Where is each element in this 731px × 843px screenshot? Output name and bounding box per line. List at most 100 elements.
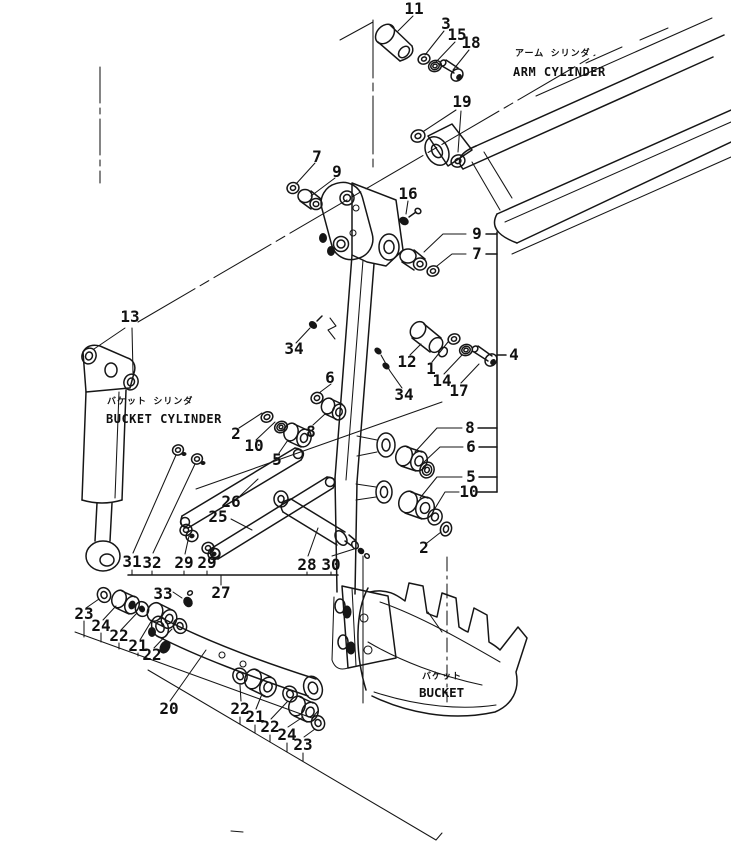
part-callout-34: 34	[284, 339, 304, 358]
washer-22b-right	[282, 685, 298, 703]
washer-6-right	[419, 461, 435, 479]
part-callout-18: 18	[461, 33, 481, 52]
fitting-30	[357, 547, 371, 559]
part-callout-7: 7	[312, 147, 322, 166]
group-bracket-4	[394, 231, 507, 544]
ring-2-left	[260, 411, 274, 423]
part-callout-22: 22	[142, 645, 162, 664]
part-callout-32: 32	[142, 553, 162, 572]
part-callout-11: 11	[404, 0, 424, 18]
link-plate	[286, 162, 374, 261]
part-callout-10: 10	[244, 436, 264, 455]
part-callout-9: 9	[332, 162, 342, 181]
part-callout-2: 2	[419, 538, 429, 557]
part-callout-5: 5	[466, 467, 476, 486]
part-callout-22: 22	[109, 626, 129, 645]
washer-stack-29b	[201, 541, 221, 561]
part-callout-20: 20	[159, 699, 179, 718]
ring-6-left	[310, 391, 324, 405]
washer-13-left	[81, 347, 97, 365]
bushing-24-left	[110, 589, 141, 615]
ring-23-right	[310, 714, 326, 732]
washer-3	[417, 53, 431, 65]
washer-13-right	[123, 373, 139, 391]
bushing-8-right	[394, 445, 429, 472]
part-callout-34: 34	[394, 385, 414, 404]
bushing-21-right	[243, 668, 278, 698]
bucket-links	[132, 444, 371, 561]
bushing-9	[297, 188, 323, 211]
h-link-20	[83, 586, 326, 762]
part-callout-10: 10	[459, 482, 479, 501]
part-callout-23: 23	[293, 735, 313, 754]
bucket-label-jp: バケット	[422, 672, 463, 682]
part-callout-28: 28	[297, 555, 317, 574]
part-callout-8: 8	[306, 422, 316, 441]
part-callout-25: 25	[208, 507, 228, 526]
part-callout-27: 27	[211, 583, 231, 602]
ring-2-right	[439, 521, 453, 537]
part-callout-24: 24	[91, 616, 111, 635]
part-callout-3: 3	[441, 14, 451, 33]
washer-stack-29a	[179, 523, 199, 543]
pin-12	[409, 320, 449, 358]
left-bushing-cluster	[238, 383, 347, 454]
part-callout-16: 16	[398, 184, 418, 203]
bucket-label-en: BUCKET	[419, 685, 465, 700]
washer-10-right	[427, 508, 443, 526]
washer-1	[447, 333, 461, 345]
part-callout-6: 6	[325, 368, 335, 387]
grease-fitting-33	[183, 590, 194, 608]
washer-7	[286, 181, 300, 195]
part-callout-29: 29	[197, 553, 217, 572]
grease-fitting-16	[399, 207, 422, 226]
part-callout-14: 14	[432, 371, 452, 390]
part-callout-30: 30	[321, 555, 341, 574]
arm-cylinder-label-jp: アーム シリンダ	[515, 49, 591, 59]
part-callout-21: 21	[128, 636, 148, 655]
bushing-8-left	[320, 397, 347, 421]
part-callout-2: 2	[231, 424, 241, 443]
part-callout-8: 8	[465, 418, 475, 437]
part-callout-21: 21	[245, 707, 265, 726]
washer-22b-left	[172, 617, 188, 635]
fitting-31	[171, 444, 187, 456]
part-callout-13: 13	[120, 307, 140, 326]
bushing-24-right	[287, 695, 320, 723]
washer-7-right	[426, 265, 440, 277]
fitting-32	[190, 453, 206, 465]
arm	[295, 182, 498, 595]
part-callout-22: 22	[230, 699, 250, 718]
part-callout-24: 24	[277, 725, 297, 744]
part-callout-26: 26	[221, 492, 241, 511]
part-callout-17: 17	[449, 381, 469, 400]
bushing-9-right	[399, 248, 428, 271]
part-callout-15: 15	[447, 25, 467, 44]
part-callout-29: 29	[174, 553, 194, 572]
ring-23-left	[96, 586, 112, 604]
part-callout-31: 31	[122, 552, 142, 571]
bucket	[331, 582, 528, 717]
part-callout-7: 7	[472, 244, 482, 263]
part-callout-12: 12	[397, 352, 417, 371]
bolt-17	[471, 345, 498, 367]
bushing-5-left	[283, 422, 312, 448]
part-callout-22: 22	[260, 717, 280, 736]
bucket-cylinder-label-en: BUCKET CYLINDER	[106, 412, 222, 426]
part-callout-1: 1	[426, 359, 436, 378]
part-callout-4: 4	[509, 345, 519, 364]
part-callout-19: 19	[452, 92, 472, 111]
arm-cylinder-label-en: ARM CYLINDER	[513, 65, 606, 79]
bucket-cylinder	[81, 327, 139, 572]
grease-fittings-34-right	[374, 347, 403, 389]
link-25	[209, 476, 336, 560]
grease-fitting-34-left	[308, 315, 323, 329]
link-28	[273, 490, 360, 550]
bucket-cylinder-label-jp: バケット シリンダ	[107, 397, 194, 407]
pin-11-group	[374, 15, 470, 82]
bushing-5-right	[397, 490, 436, 520]
part-callout-33: 33	[153, 584, 173, 603]
part-callout-5: 5	[272, 450, 282, 469]
arm-cylinder	[410, 17, 731, 255]
